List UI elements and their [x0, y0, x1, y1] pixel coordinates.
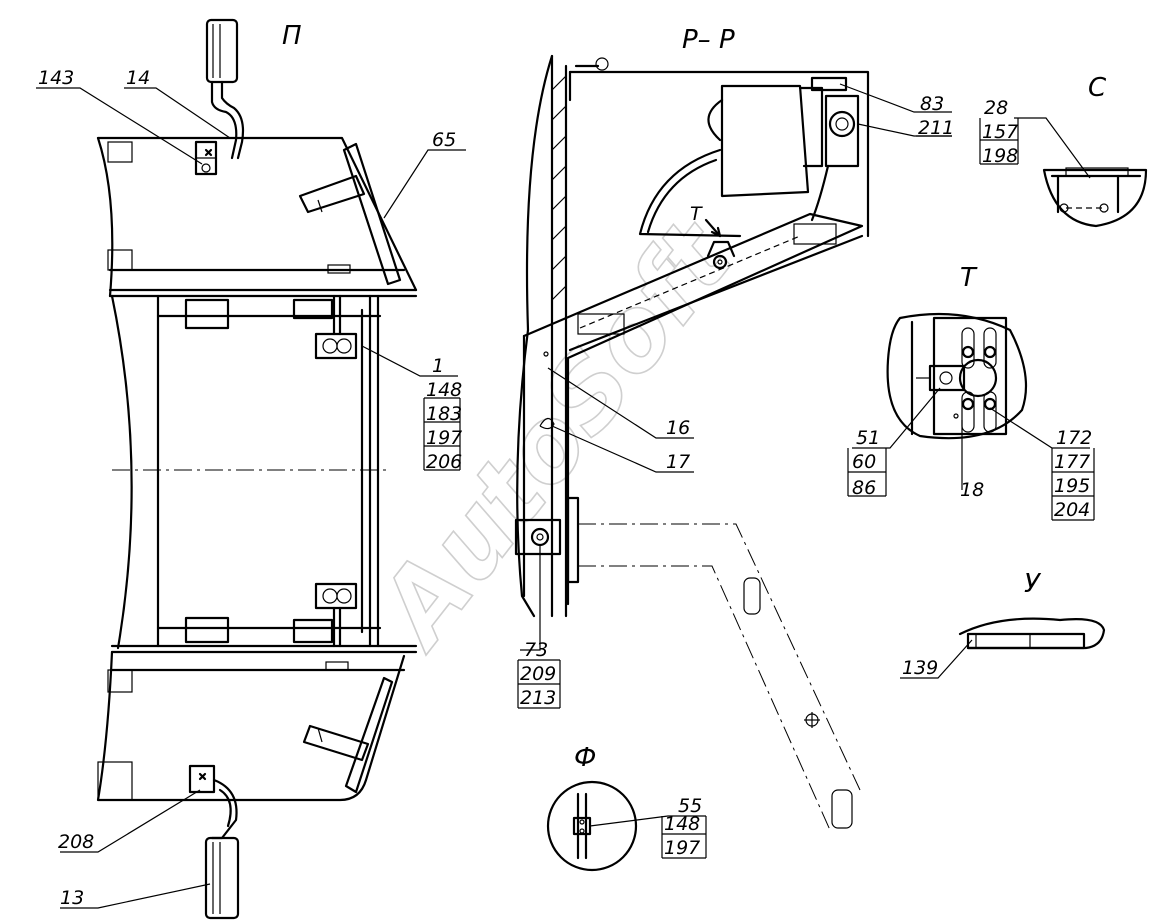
callout-86: 86: [852, 477, 876, 499]
callout-177: 177: [1054, 451, 1090, 473]
callout-195: 195: [1054, 475, 1090, 497]
callout-17: 17: [666, 451, 690, 473]
callout-208: 208: [58, 831, 94, 853]
callout-197: 197: [426, 427, 462, 449]
view-t: [886, 312, 1028, 440]
callout-172: 172: [1056, 427, 1092, 449]
view-title-u: У: [1024, 569, 1042, 599]
callout-148-f: 148: [664, 813, 700, 835]
callout-197-f: 197: [664, 837, 700, 859]
section-arrow-t-label: Т: [690, 203, 703, 225]
callout-1: 1: [432, 355, 444, 377]
callout-206: 206: [426, 451, 462, 473]
view-title-f: Ф: [574, 743, 596, 773]
callout-213: 213: [520, 687, 556, 709]
callout-157: 157: [982, 121, 1018, 143]
callout-51: 51: [856, 427, 880, 449]
view-f: [546, 780, 638, 872]
callout-139: 139: [902, 657, 938, 679]
callout-83: 83: [920, 93, 944, 115]
callout-211: 211: [918, 117, 954, 139]
callout-143: 143: [38, 67, 74, 89]
callout-28: 28: [984, 97, 1008, 119]
view-title-t: Т: [960, 263, 978, 293]
callout-60: 60: [852, 451, 876, 473]
callout-204: 204: [1054, 499, 1090, 521]
callouts: 143 14 65 1 148 183 197 206 208 13 83 21…: [38, 67, 1092, 909]
watermark: AutoSoft: [352, 198, 757, 670]
callout-73: 73: [524, 639, 548, 661]
view-p: [96, 18, 418, 920]
callout-65: 65: [432, 129, 456, 151]
callout-16: 16: [666, 417, 690, 439]
leader-lines: [36, 83, 1095, 909]
callout-55: 55: [678, 795, 702, 817]
callout-18: 18: [960, 479, 984, 501]
callout-13: 13: [60, 887, 84, 909]
view-u: [958, 617, 1106, 650]
view-title-p: П: [282, 21, 302, 51]
view-title-s: С: [1088, 73, 1107, 103]
callout-198: 198: [982, 145, 1018, 167]
callout-209: 209: [520, 663, 556, 685]
callout-148: 148: [426, 379, 462, 401]
view-s: [1042, 167, 1148, 228]
view-title-r-r: Р– Р: [682, 25, 735, 55]
callout-14: 14: [126, 67, 150, 89]
callout-183: 183: [426, 403, 462, 425]
view-r-r: [514, 54, 870, 831]
